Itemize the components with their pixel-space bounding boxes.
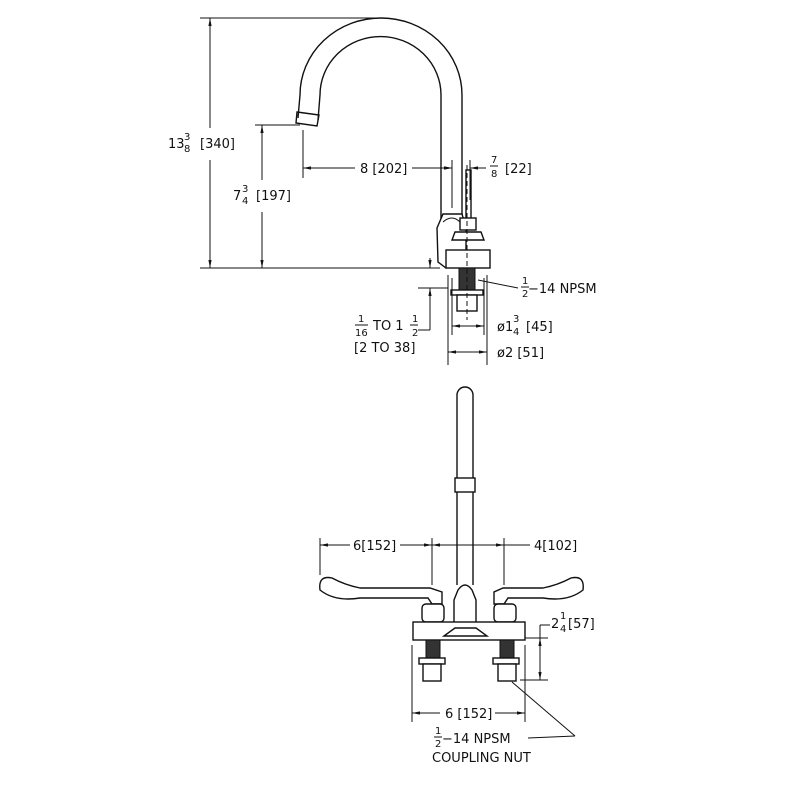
dim-whole: 13: [168, 137, 185, 152]
tube-diameter-label: 7 8 [22]: [490, 155, 532, 180]
dim-mid: TO 1: [372, 319, 404, 334]
dim-num: 3: [513, 314, 519, 325]
dim-metric: [197]: [256, 189, 291, 204]
dim-num: 3: [242, 184, 248, 195]
coupling-thread-label: 1 2 −14 NPSM: [434, 726, 511, 750]
spout-offset-label: 4[102]: [534, 539, 577, 554]
side-view: 13 3 8 [340] 7 3 4 [197] 8 [202] 7 8 [22…: [168, 17, 597, 365]
dim-pre: ø1: [497, 320, 513, 335]
dim-num: 7: [491, 155, 497, 166]
base-diameter-label: ø2 [51]: [497, 346, 544, 361]
dim-rest: −14 NPSM: [528, 282, 597, 297]
deck-thickness-label: 1 16 TO 1 1 2 [2 TO 38]: [354, 314, 418, 356]
front-view: 6[152] 4[102] 2 1 4 [57] 6 [152] 1 2 −14…: [319, 386, 595, 766]
dim-den: 2: [412, 328, 418, 339]
dim-whole: 7: [233, 189, 241, 204]
dim-num: 1: [560, 611, 566, 622]
dim-den: 8: [184, 144, 190, 155]
dim-den: 4: [513, 327, 519, 338]
dim-metric: [22]: [505, 162, 532, 177]
centers-label: 6 [152]: [445, 707, 492, 722]
dim-num: 1: [412, 314, 418, 325]
handle-length-label: 6[152]: [353, 539, 396, 554]
flange-diameter-label: ø1 3 4 [45]: [497, 314, 553, 338]
dim-den: 4: [242, 196, 248, 207]
spout-reach-label: 8 [202]: [360, 162, 407, 177]
spout-height-label: 7 3 4 [197]: [233, 184, 291, 207]
overall-height-label: 13 3 8 [340]: [168, 132, 235, 155]
dim-den: 4: [560, 624, 566, 635]
dim-metric: [57]: [568, 617, 595, 632]
dim-den: 16: [355, 328, 368, 339]
dim-num: 1: [522, 276, 528, 287]
thread-label: 1 2 −14 NPSM: [521, 276, 597, 300]
dim-metric: [340]: [200, 137, 235, 152]
dim-metric: [2 TO 38]: [354, 341, 415, 356]
dim-num: 1: [358, 314, 364, 325]
dim-den: 8: [491, 169, 497, 180]
dim-num: 1: [435, 726, 441, 737]
shank-length-label: 2 1 4 [57]: [551, 611, 595, 635]
gooseneck-spout: [295, 17, 463, 230]
dim-rest: −14 NPSM: [442, 732, 511, 747]
faucet-front: [319, 386, 584, 682]
coupling-nut-label: COUPLING NUT: [432, 751, 531, 766]
dim-metric: [45]: [526, 320, 553, 335]
dim-num: 3: [184, 132, 190, 143]
valve-body: [436, 165, 491, 320]
dim-den: 2: [522, 289, 528, 300]
dim-whole: 2: [551, 617, 559, 632]
dim-den: 2: [435, 739, 441, 750]
